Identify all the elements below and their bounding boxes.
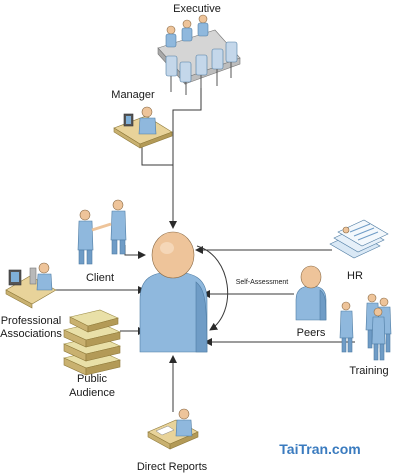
training-group-icon <box>339 293 392 361</box>
self-assessment-label: Self-Assessment <box>236 279 289 286</box>
connector-self-assessment <box>196 245 229 331</box>
professional-associations-label-line2: Associations <box>0 328 62 340</box>
central-person-icon <box>139 231 208 353</box>
direct-reports-label: Direct Reports <box>137 461 208 473</box>
manager-label: Manager <box>111 89 155 101</box>
client-handshake-icon <box>77 199 127 265</box>
professional-associations-label-line1: Professional <box>1 315 62 327</box>
peers-person-icon <box>295 265 327 321</box>
connector-manager <box>141 146 173 166</box>
peers-label: Peers <box>297 327 326 339</box>
executive-boardroom-icon <box>157 14 241 95</box>
connector-executive <box>169 88 202 229</box>
manager-desk-icon <box>113 106 173 149</box>
public-audience-label-line1: Public <box>77 373 107 385</box>
public-audience-label-line2: Audience <box>69 387 115 399</box>
connector-client <box>124 245 146 259</box>
hr-documents-icon <box>329 219 389 259</box>
watermark-text: TaiTran.com <box>279 441 360 457</box>
hr-label: HR <box>347 270 363 282</box>
training-label: Training <box>349 365 388 377</box>
books-stack-icon <box>63 309 121 376</box>
client-label: Client <box>86 272 114 284</box>
direct-reports-desk-icon <box>147 408 199 450</box>
professional-associations-icon <box>5 262 57 309</box>
executive-label: Executive <box>173 3 221 15</box>
